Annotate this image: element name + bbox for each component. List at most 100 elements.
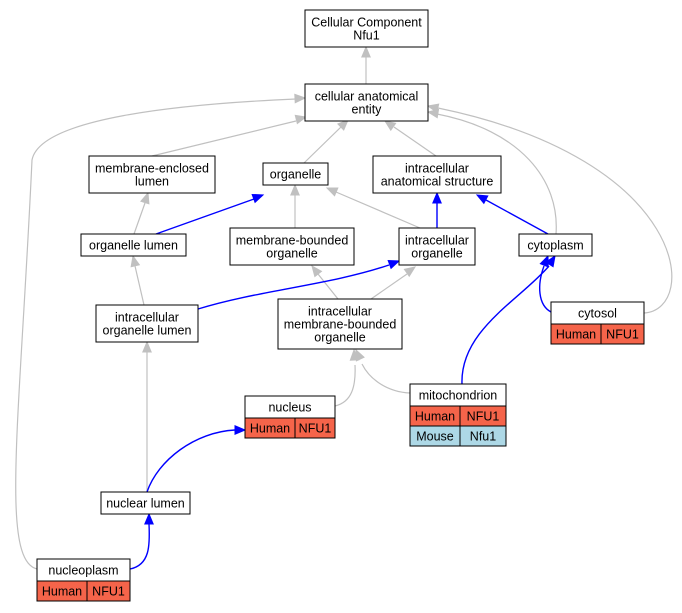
node-box bbox=[100, 491, 191, 515]
edge-line bbox=[461, 265, 550, 385]
species-label: Mouse bbox=[416, 430, 454, 444]
arrow-head bbox=[355, 348, 365, 362]
node-box bbox=[80, 233, 187, 257]
arrow-head bbox=[294, 93, 307, 104]
gene-cell bbox=[600, 323, 645, 345]
gene-cell bbox=[459, 425, 507, 447]
annotation-row-mouse: Mouse Nfu1 bbox=[409, 425, 507, 447]
node-label: organelle bbox=[411, 247, 462, 261]
node-nuclear-lumen[interactable]: nuclear lumen bbox=[100, 491, 191, 515]
node-organelle-lumen[interactable]: organelle lumen bbox=[80, 233, 187, 257]
arrow-head bbox=[545, 254, 556, 268]
species-label: Human bbox=[42, 585, 82, 599]
edge-nl-to-iol bbox=[142, 340, 152, 492]
edge-ias-to-cae bbox=[383, 120, 437, 157]
arrow-head bbox=[337, 119, 349, 131]
edge-mbo-to-org bbox=[290, 183, 300, 228]
node-label: intracellular bbox=[405, 162, 469, 176]
edge-ol-to-organelle bbox=[155, 193, 265, 235]
gene-cell bbox=[294, 417, 336, 439]
gene-label: Nfu1 bbox=[470, 430, 496, 444]
node-box bbox=[518, 233, 593, 257]
gene-label: NFU1 bbox=[299, 422, 332, 436]
edge-iol-to-ol bbox=[130, 254, 145, 306]
gene-label: NFU1 bbox=[467, 410, 500, 424]
arrow-head bbox=[130, 254, 141, 268]
edge-line bbox=[361, 363, 411, 394]
node-label: cytoplasm bbox=[527, 239, 583, 253]
edge-nucleoplasm-to-nl bbox=[129, 512, 154, 570]
edge-line bbox=[436, 113, 557, 235]
edge-line bbox=[335, 191, 421, 229]
edge-line bbox=[129, 523, 150, 570]
edge-cae-to-root bbox=[361, 45, 371, 84]
edge-line bbox=[393, 126, 437, 157]
node-label: nucleoplasm bbox=[48, 564, 118, 578]
edge-org-to-cae bbox=[303, 119, 349, 164]
species-label: Human bbox=[250, 422, 290, 436]
node-label: membrane-enclosed bbox=[95, 162, 209, 176]
edge-io-to-ias bbox=[432, 191, 442, 228]
edge-line bbox=[133, 202, 146, 235]
node-box bbox=[277, 298, 403, 350]
edge-nl-to-nucleus bbox=[146, 425, 247, 493]
node-label: cytosol bbox=[578, 307, 617, 321]
edge-line bbox=[15, 98, 297, 570]
edge-cytosol-to-cae bbox=[426, 103, 673, 314]
edge-line bbox=[485, 199, 549, 235]
node-box bbox=[229, 227, 355, 266]
graph-edges bbox=[15, 45, 673, 570]
arrow-head bbox=[426, 103, 440, 114]
edge-line bbox=[303, 126, 342, 164]
edge-line bbox=[539, 265, 552, 313]
edge-line bbox=[134, 265, 145, 306]
node-box bbox=[304, 9, 429, 48]
edge-line bbox=[197, 264, 390, 310]
arrow-head bbox=[144, 512, 154, 525]
arrow-head bbox=[140, 191, 150, 205]
arrow-head bbox=[325, 187, 339, 197]
node-cytoplasm[interactable]: cytoplasm bbox=[518, 233, 593, 257]
node-label: entity bbox=[352, 103, 383, 117]
node-label: Cellular Component bbox=[311, 16, 422, 30]
node-label: anatomical structure bbox=[381, 175, 494, 189]
edge-iol-to-io bbox=[197, 259, 401, 310]
arrow-head bbox=[294, 114, 308, 125]
node-organelle[interactable]: organelle bbox=[262, 162, 329, 186]
node-label: cellular anatomical bbox=[315, 90, 419, 104]
arrow-head bbox=[142, 340, 152, 353]
node-box bbox=[372, 155, 502, 194]
arrow-head bbox=[383, 120, 397, 132]
edge-imbo-to-io bbox=[370, 266, 417, 300]
node-label: intracellular bbox=[405, 234, 469, 248]
edge-mito-to-cytoplasm bbox=[461, 254, 556, 385]
edge-mel-to-cae bbox=[151, 114, 308, 157]
node-box bbox=[304, 83, 429, 122]
species-label: Human bbox=[556, 328, 596, 342]
node-box bbox=[88, 155, 216, 194]
arrow-head bbox=[403, 266, 417, 278]
node-box bbox=[398, 227, 476, 266]
edge-imbo-to-mbo bbox=[311, 264, 339, 300]
node-label: organelle bbox=[314, 331, 365, 345]
node-label: membrane-bounded bbox=[284, 318, 397, 332]
arrow-head bbox=[361, 45, 371, 58]
arrow-head bbox=[387, 259, 401, 270]
arrow-head bbox=[290, 183, 300, 196]
node-label: intracellular bbox=[308, 305, 372, 319]
edge-line bbox=[317, 273, 339, 300]
arrow-head bbox=[475, 194, 489, 205]
